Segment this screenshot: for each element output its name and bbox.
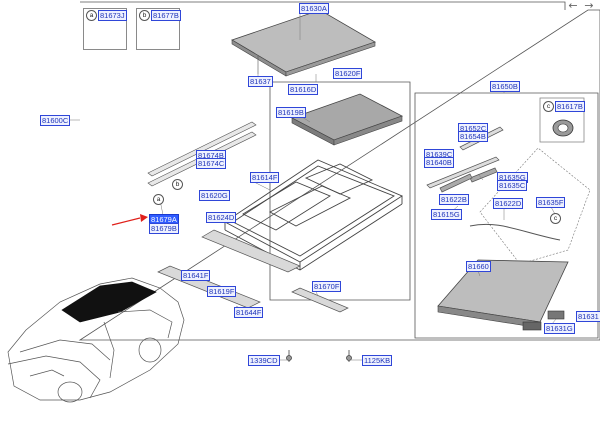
part-label-81600c[interactable]: 81600C <box>40 115 71 126</box>
part-label-81673j[interactable]: 81673J <box>98 10 127 21</box>
mechanism-box <box>414 92 599 339</box>
part-label-81674c[interactable]: 81674C <box>196 158 227 169</box>
sunshade <box>437 259 569 329</box>
vehicle-illustration <box>7 277 185 403</box>
part-label-81614f[interactable]: 81614F <box>250 172 280 183</box>
part-label-81635f[interactable]: 81635F <box>536 197 566 208</box>
part-label-81622d[interactable]: 81622D <box>493 198 524 209</box>
part-label-81677b[interactable]: 81677B <box>151 10 181 21</box>
legend-letter-a: a <box>86 10 97 21</box>
previous-arrow-icon[interactable]: ← <box>568 0 578 12</box>
part-label-81679b[interactable]: 81679B <box>149 223 179 234</box>
callout-a: a <box>153 194 164 205</box>
part-label-81641f[interactable]: 81641F <box>181 270 211 281</box>
part-label-1339cd[interactable]: 1339CD <box>248 355 280 366</box>
part-label-81617b[interactable]: 81617B <box>555 101 585 112</box>
highlight-arrow <box>111 214 148 226</box>
callout-c: c <box>550 213 561 224</box>
glass-panel-top <box>231 9 376 77</box>
next-arrow-icon[interactable]: → <box>584 0 594 12</box>
part-label-81620f[interactable]: 81620F <box>333 68 363 79</box>
part-label-81619b[interactable]: 81619B <box>276 107 306 118</box>
part-label-81616d[interactable]: 81616D <box>288 84 319 95</box>
legend-letter-b: b <box>139 10 150 21</box>
sunshade-outline <box>479 147 591 265</box>
part-label-81637[interactable]: 81637 <box>248 76 273 87</box>
drain-cable <box>469 223 561 241</box>
detail-c-box <box>539 97 585 143</box>
part-label-81622b[interactable]: 81622B <box>439 194 469 205</box>
callout-b: b <box>172 179 183 190</box>
part-label-81654b[interactable]: 81654B <box>458 131 488 142</box>
part-label-81635c[interactable]: 81635C <box>497 180 528 191</box>
part-label-81660[interactable]: 81660 <box>466 261 491 272</box>
glass-panel-inner <box>291 93 403 146</box>
part-label-81619f[interactable]: 81619F <box>207 286 237 297</box>
detail-letter-c: c <box>543 101 554 112</box>
part-label-81644f[interactable]: 81644F <box>234 307 264 318</box>
part-label-81631g[interactable]: 81631G <box>544 323 575 334</box>
part-label-81615g[interactable]: 81615G <box>431 209 462 220</box>
part-label-1125kb[interactable]: 1125KB <box>362 355 393 366</box>
part-label-81640b[interactable]: 81640B <box>424 157 454 168</box>
part-label-81624d[interactable]: 81624D <box>206 212 237 223</box>
screws <box>286 350 352 362</box>
roof-frame <box>224 159 403 271</box>
seal-icon-81617b <box>552 119 574 137</box>
part-label-81670f[interactable]: 81670F <box>312 281 342 292</box>
part-label-81630a[interactable]: 81630A <box>299 3 329 14</box>
part-label-81650b[interactable]: 81650B <box>490 81 520 92</box>
part-label-81631[interactable]: 81631 <box>576 311 600 322</box>
part-label-81620g[interactable]: 81620G <box>199 190 230 201</box>
